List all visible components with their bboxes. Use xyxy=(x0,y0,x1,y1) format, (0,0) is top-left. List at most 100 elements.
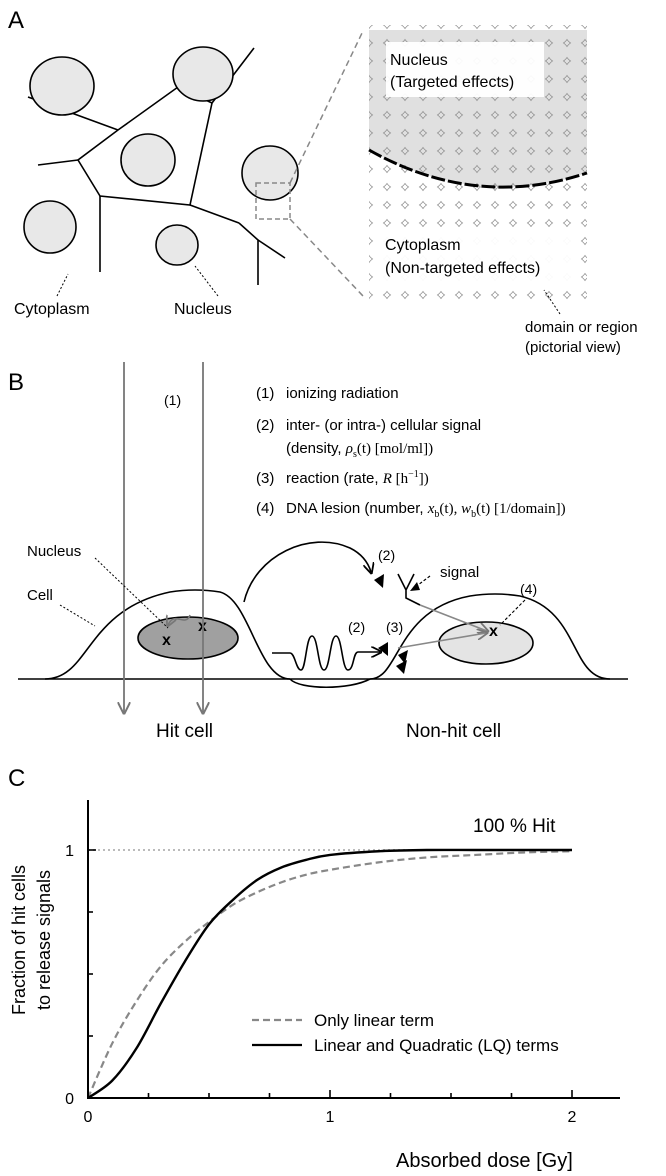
legend-3-unit: [h xyxy=(392,471,409,487)
nuclei xyxy=(23,46,299,266)
nucleus-leader xyxy=(194,265,219,297)
x-tick-label-0: 0 xyxy=(84,1109,93,1126)
chart-ticks: 0 1 2 0 1 xyxy=(65,843,576,1126)
chart-series xyxy=(86,848,573,1099)
reaction-arrow-1 xyxy=(419,604,487,631)
inset-cytoplasm-title: Cytoplasm xyxy=(385,237,461,254)
panel-a-label: A xyxy=(8,7,24,34)
series-line-only-linear xyxy=(86,850,573,1099)
legend-3-num: (3) xyxy=(256,470,274,487)
legend-4-x-sub: b xyxy=(434,509,439,520)
zoom-box xyxy=(255,182,291,220)
inset-domain-view: Nucleus (Targeted effects) Cytoplasm (No… xyxy=(368,25,588,300)
svg-text:(2)inter- (or intra-) cellular: (2) inter- (or intra-) cellular signal xyxy=(256,417,481,434)
legend-4-post: (t) [1/domain]) xyxy=(476,501,566,517)
legend-2-num: (2) xyxy=(256,417,274,434)
cytoplasm-leader xyxy=(56,273,69,297)
y-tick-label-1: 1 xyxy=(65,843,74,860)
chart-y-axis-label-line1: Fraction of hit cells xyxy=(9,865,29,1015)
hit-cell-label: Hit cell xyxy=(156,721,213,742)
legend-2-rho: ρ xyxy=(345,441,353,457)
tag-reaction: (3) xyxy=(386,619,403,635)
y-tick-label-0: 0 xyxy=(65,1091,74,1108)
reaction-arrow-2 xyxy=(397,633,486,649)
cell-b-leader xyxy=(59,604,96,627)
domain-label: domain or region xyxy=(525,319,638,336)
domain-sublabel: (pictorial view) xyxy=(525,339,621,356)
nonhit-cell-label: Non-hit cell xyxy=(406,721,501,742)
chart-x-axis-label: Absorbed dose [Gy] xyxy=(396,1150,573,1172)
nucleus-label: Nucleus xyxy=(174,301,232,318)
legend-3-post: ]) xyxy=(419,471,429,487)
panel-b-label: B xyxy=(8,369,24,396)
lesion-mark-nonhit: x xyxy=(489,623,498,640)
panel-b: B (1) ionizing radiation (2) inter- (or in… xyxy=(8,362,628,742)
signal-molecules xyxy=(374,574,408,674)
hit-cell-nucleus xyxy=(137,616,239,660)
signal-arch-arrow xyxy=(243,541,371,603)
inset-cytoplasm-subtitle: (Non-targeted effects) xyxy=(385,260,540,277)
cytoplasm-label: Cytoplasm xyxy=(14,301,90,318)
hit-cell-membrane xyxy=(44,589,291,680)
receptor xyxy=(397,573,421,606)
inset-nucleus-subtitle: (Targeted effects) xyxy=(390,74,514,91)
inset-nucleus-title: Nucleus xyxy=(390,52,448,69)
chart-annotation-100-hit: 100 % Hit xyxy=(473,816,556,837)
svg-text:(3)reaction (rate, R [h−1]): (3) reaction (rate, R [h−1]) xyxy=(256,469,429,487)
series-line-lq xyxy=(87,848,572,1099)
legend-4-mid: (t), xyxy=(439,501,461,517)
legend-3-R: R xyxy=(382,471,392,487)
nonhit-cell-membrane xyxy=(369,593,611,680)
nuclear-membrane xyxy=(368,148,588,189)
svg-text:(1)ionizing radiation: (1) ionizing radiation xyxy=(256,385,399,402)
panel-c-label: C xyxy=(8,765,25,792)
tag-lesion: (4) xyxy=(520,581,537,597)
x-tick-label-1: 1 xyxy=(326,1109,335,1126)
legend-4-num: (4) xyxy=(256,500,274,517)
legend-2-rho-sub: s xyxy=(353,449,357,460)
legend-2-density-pre: (density, xyxy=(286,440,346,457)
domain-leader xyxy=(543,289,561,315)
wavy-signal xyxy=(272,635,380,671)
signal-leader-head xyxy=(410,582,420,591)
legend-label-only-linear: Only linear term xyxy=(314,1011,434,1030)
legend-4-text: DNA lesion (number, xyxy=(286,500,428,517)
nucleus-3 xyxy=(120,133,176,187)
lesion-leader xyxy=(499,599,526,626)
legend-3-exp: −1 xyxy=(408,469,419,480)
legend-4-w: w xyxy=(461,501,471,517)
panel-b-legend: (1) ionizing radiation (2) inter- (or intr… xyxy=(256,385,566,520)
nucleus-5 xyxy=(155,224,199,266)
legend-1-num: (1) xyxy=(256,385,274,402)
tag-signal-arch: (2) xyxy=(378,547,395,563)
nucleus-2 xyxy=(172,46,234,102)
intercellular-gap xyxy=(289,678,371,689)
nonhit-cell-nucleus xyxy=(438,621,534,665)
svg-text:(4)DNA lesion (number, xb(t),: (4)DNA lesion (number, xb(t), wb(t) [1/d… xyxy=(256,500,566,520)
tag-radiation: (1) xyxy=(164,392,181,408)
panel-a: A Cytoplasm Nucleus xyxy=(8,7,638,356)
legend-2-density-post: (t) [mol/ml]) xyxy=(357,441,433,457)
legend-2-text: inter- (or intra-) cellular signal xyxy=(286,417,481,434)
legend-1-text: ionizing radiation xyxy=(286,385,399,402)
cell-b-label: Cell xyxy=(27,587,53,604)
tag-signal-wave: (2) xyxy=(348,619,365,635)
x-tick-label-2: 2 xyxy=(568,1109,577,1126)
svg-text:(density, ρs(t) [mol/ml]): (density, ρs(t) [mol/ml]) xyxy=(286,440,433,460)
legend-4-w-sub: b xyxy=(471,509,476,520)
lesion-mark-hit-1: x xyxy=(162,632,171,649)
zoom-line-top xyxy=(289,30,364,184)
nucleus-b-leader xyxy=(94,557,169,629)
legend-4-x: x xyxy=(427,501,435,517)
legend-3-text: reaction (rate, xyxy=(286,470,383,487)
chart-y-axis-label-line2: to release signals xyxy=(34,870,54,1010)
signal-label: signal xyxy=(440,564,479,581)
nucleus-4 xyxy=(23,200,77,254)
nucleus-b-label: Nucleus xyxy=(27,543,81,560)
legend-label-lq: Linear and Quadratic (LQ) terms xyxy=(314,1036,559,1055)
intracellular-signal-hit xyxy=(168,615,191,625)
